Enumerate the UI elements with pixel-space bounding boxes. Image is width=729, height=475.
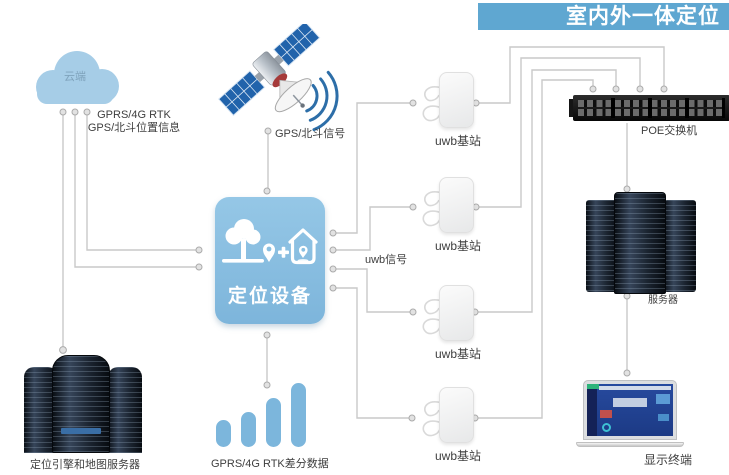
server-label: 服务器: [648, 295, 678, 306]
dashboard-screen: [587, 384, 673, 436]
signal-bar-3: [266, 398, 281, 447]
dashboard-blue-block: [658, 414, 669, 421]
cloud-label: 云端: [64, 71, 86, 83]
satellite-signal-label: GPS/北斗信号: [275, 128, 346, 140]
poe-switch-icon: [569, 95, 729, 121]
server-rack-center: [614, 192, 666, 294]
poe-switch-label: POE交换机: [641, 125, 698, 137]
cable-icon: [422, 191, 443, 227]
dashboard-red-block: [600, 410, 612, 418]
engine-server-rack-icon: [24, 355, 142, 455]
cable-icon: [422, 86, 443, 122]
server-rack-right: [664, 200, 696, 292]
uwb-device-icon: [439, 177, 474, 233]
dashboard-logo-chip: [587, 384, 599, 389]
engine-rack-blue-slot: [61, 428, 101, 434]
cloud-icon: [25, 44, 125, 110]
uwb-signal-label: uwb信号: [365, 254, 408, 266]
dashboard-panel: [613, 398, 647, 407]
uwb-station-label: uwb基站: [434, 239, 481, 253]
display-terminal-label: 显示终端: [644, 453, 693, 467]
differential-data-label: GPRS/4G RTK差分数据: [211, 458, 329, 470]
uplink-data-label: GPRS/4G RTK GPS/北斗位置信息: [86, 109, 182, 135]
signal-bar-1: [216, 420, 231, 447]
cable-icon: [422, 401, 443, 437]
uwb-station-label: uwb基站: [434, 347, 481, 361]
uwb-device-icon: [439, 72, 474, 128]
laptop-base: [576, 442, 684, 447]
signal-bars-icon: [216, 383, 308, 447]
uwb-device-icon: [439, 387, 474, 443]
server-rack-icon: [586, 192, 696, 294]
dashboard-blue-block: [656, 394, 670, 404]
engine-server-label: 定位引擎和地图服务器: [30, 459, 140, 471]
signal-bar-4: [291, 383, 306, 447]
satellite-icon: [205, 20, 345, 134]
uwb-device-icon: [439, 285, 474, 341]
page-title: 室内外一体定位: [478, 3, 729, 30]
positioning-device-label: 定位设备: [227, 286, 312, 307]
uplink-line2: GPS/北斗位置信息: [87, 122, 181, 134]
engine-rack-center: [52, 355, 110, 453]
uwb-station-label: uwb基站: [434, 449, 481, 463]
laptop-icon: [576, 380, 684, 450]
signal-bar-2: [241, 412, 256, 447]
poe-bracket-left: [569, 99, 573, 117]
engine-rack-right: [108, 367, 142, 453]
poe-ports: [578, 98, 725, 118]
positioning-device-node: 定位设备: [215, 197, 325, 324]
uplink-line1: GPRS/4G RTK: [97, 109, 171, 121]
laptop-screen: [583, 380, 677, 440]
tree-house-icon: [222, 219, 318, 265]
dashboard-topbar: [599, 386, 671, 390]
cable-icon: [422, 299, 443, 335]
dashboard-sidebar: [587, 384, 597, 436]
dashboard-donut-chart: [602, 423, 611, 432]
uwb-station-label: uwb基站: [434, 134, 481, 148]
